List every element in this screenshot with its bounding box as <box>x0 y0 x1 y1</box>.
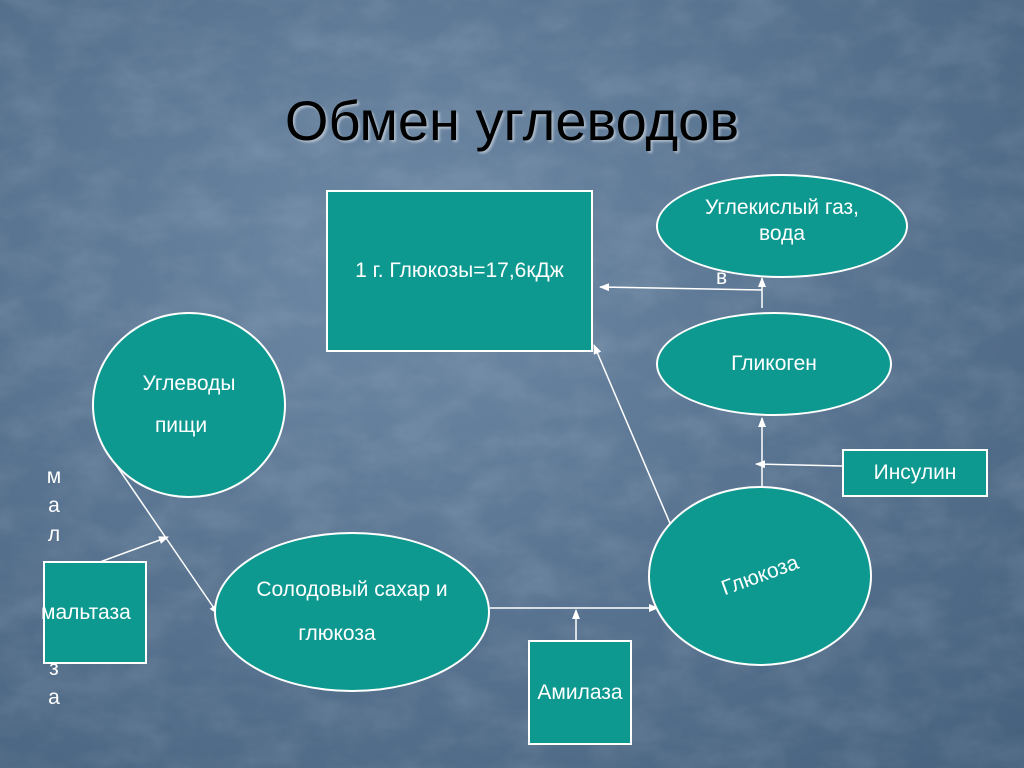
co2-suffix-label: в <box>716 266 728 289</box>
side-letter: л <box>47 523 61 546</box>
co2-water-oval: Углекислый газ, вода <box>656 174 908 278</box>
arrow-maltase <box>99 536 169 563</box>
side-letter: а <box>48 494 60 517</box>
energy-label: 1 г. Глюкозы=17,6кДж <box>355 259 564 282</box>
amylase-label: Амилаза <box>537 680 623 704</box>
glucose-label: Глюкоза <box>718 550 802 601</box>
glucose-oval: Глюкоза <box>648 486 872 666</box>
side-letter: з <box>49 657 59 680</box>
maltose-label-line2: глюкоза <box>298 622 376 645</box>
food-carbs-label-line1: Углеводы <box>142 372 236 395</box>
amylase-box: Амилаза <box>528 640 632 745</box>
side-letters-bottom: з а <box>44 654 64 712</box>
arrow-insulin <box>755 460 843 469</box>
maltose-label-line1: Солодовый сахар и <box>256 578 448 601</box>
side-letter: а <box>48 686 60 709</box>
insulin-box: Инсулин <box>842 449 988 497</box>
maltase-label: мальтаза <box>41 600 131 624</box>
maltose-glucose-oval: Солодовый сахар и глюкоза <box>214 532 490 692</box>
co2-water-label-line2: вода <box>758 222 806 245</box>
food-carbs-oval: Углеводы пищи <box>92 312 286 498</box>
slide-title: Обмен углеводов <box>284 89 740 152</box>
arrow-co2-to-energy <box>599 283 763 292</box>
co2-water-label-line1: Углекислый газ, <box>705 196 859 219</box>
side-letter: м <box>46 465 62 488</box>
insulin-label: Инсулин <box>873 461 957 484</box>
side-letters-top: м а л <box>44 462 64 549</box>
maltase-box: мальтаза <box>41 561 147 664</box>
food-carbs-label-line2: пищи <box>154 414 208 437</box>
energy-box: 1 г. Глюкозы=17,6кДж <box>326 190 593 352</box>
glycogen-label: Гликоген <box>731 352 817 375</box>
glycogen-oval: Гликоген <box>656 312 892 416</box>
arrow-glucose-to-energy <box>593 344 673 529</box>
